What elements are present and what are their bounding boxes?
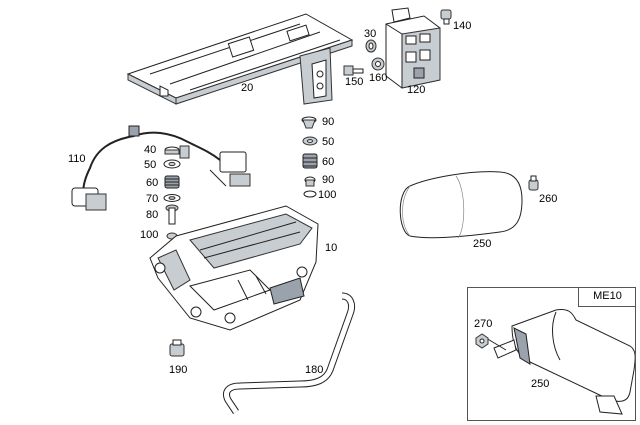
bracket-part-20 xyxy=(126,13,354,105)
fitting-part-190 xyxy=(169,339,185,357)
washer-part-70 xyxy=(163,194,181,202)
bushing-part-160 xyxy=(371,57,385,71)
label-part-50-right: 50 xyxy=(322,136,335,148)
cap-part-90-lower xyxy=(304,176,316,187)
label-part-250-inset: 250 xyxy=(531,378,550,390)
inset-frame-me10 xyxy=(467,287,636,421)
label-part-140: 140 xyxy=(453,20,472,32)
label-part-50-left: 50 xyxy=(144,159,157,171)
label-part-260: 260 xyxy=(539,193,558,205)
control-unit-part-120 xyxy=(385,7,441,89)
label-part-120: 120 xyxy=(407,84,426,96)
bolt-part-150 xyxy=(343,65,364,76)
nut-part-140 xyxy=(440,9,452,25)
ring-part-100-right xyxy=(303,190,317,198)
label-part-20: 20 xyxy=(241,82,254,94)
grommet-part-30 xyxy=(365,39,377,53)
reservoir-part-250 xyxy=(399,171,523,239)
seal-part-50-left xyxy=(163,159,181,169)
label-part-60-left: 60 xyxy=(146,177,159,189)
label-part-100-right: 100 xyxy=(318,189,337,201)
label-part-110: 110 xyxy=(68,153,86,165)
pin-part-80 xyxy=(165,204,179,225)
label-part-30: 30 xyxy=(364,28,377,40)
label-part-10: 10 xyxy=(325,242,338,254)
label-part-270: 270 xyxy=(474,318,493,330)
label-part-100-left: 100 xyxy=(140,229,159,241)
seal-part-50-right xyxy=(302,136,318,146)
label-part-90-top: 90 xyxy=(322,116,335,128)
label-part-90-lower: 90 xyxy=(322,174,335,186)
label-part-70: 70 xyxy=(146,193,159,205)
reservoir-part-250-inset xyxy=(485,309,636,415)
spring-part-60-left xyxy=(164,175,180,189)
label-part-60-right: 60 xyxy=(322,156,335,168)
valve-part-260 xyxy=(528,175,539,191)
harness-part-110 xyxy=(71,125,251,211)
compressor-part-10 xyxy=(149,205,319,331)
label-part-180: 180 xyxy=(305,364,324,376)
spring-part-60-right xyxy=(302,153,318,169)
label-part-190: 190 xyxy=(169,364,188,376)
label-part-160: 160 xyxy=(369,72,388,84)
nut-part-270 xyxy=(475,333,489,349)
cap-part-40 xyxy=(164,146,180,155)
label-part-40: 40 xyxy=(144,144,157,156)
label-part-250-main: 250 xyxy=(473,238,492,250)
label-part-150: 150 xyxy=(345,76,364,88)
cap-part-90-top xyxy=(301,116,317,129)
hose-part-180 xyxy=(223,292,356,414)
inset-title: ME10 xyxy=(578,287,636,307)
label-part-80: 80 xyxy=(146,209,159,221)
